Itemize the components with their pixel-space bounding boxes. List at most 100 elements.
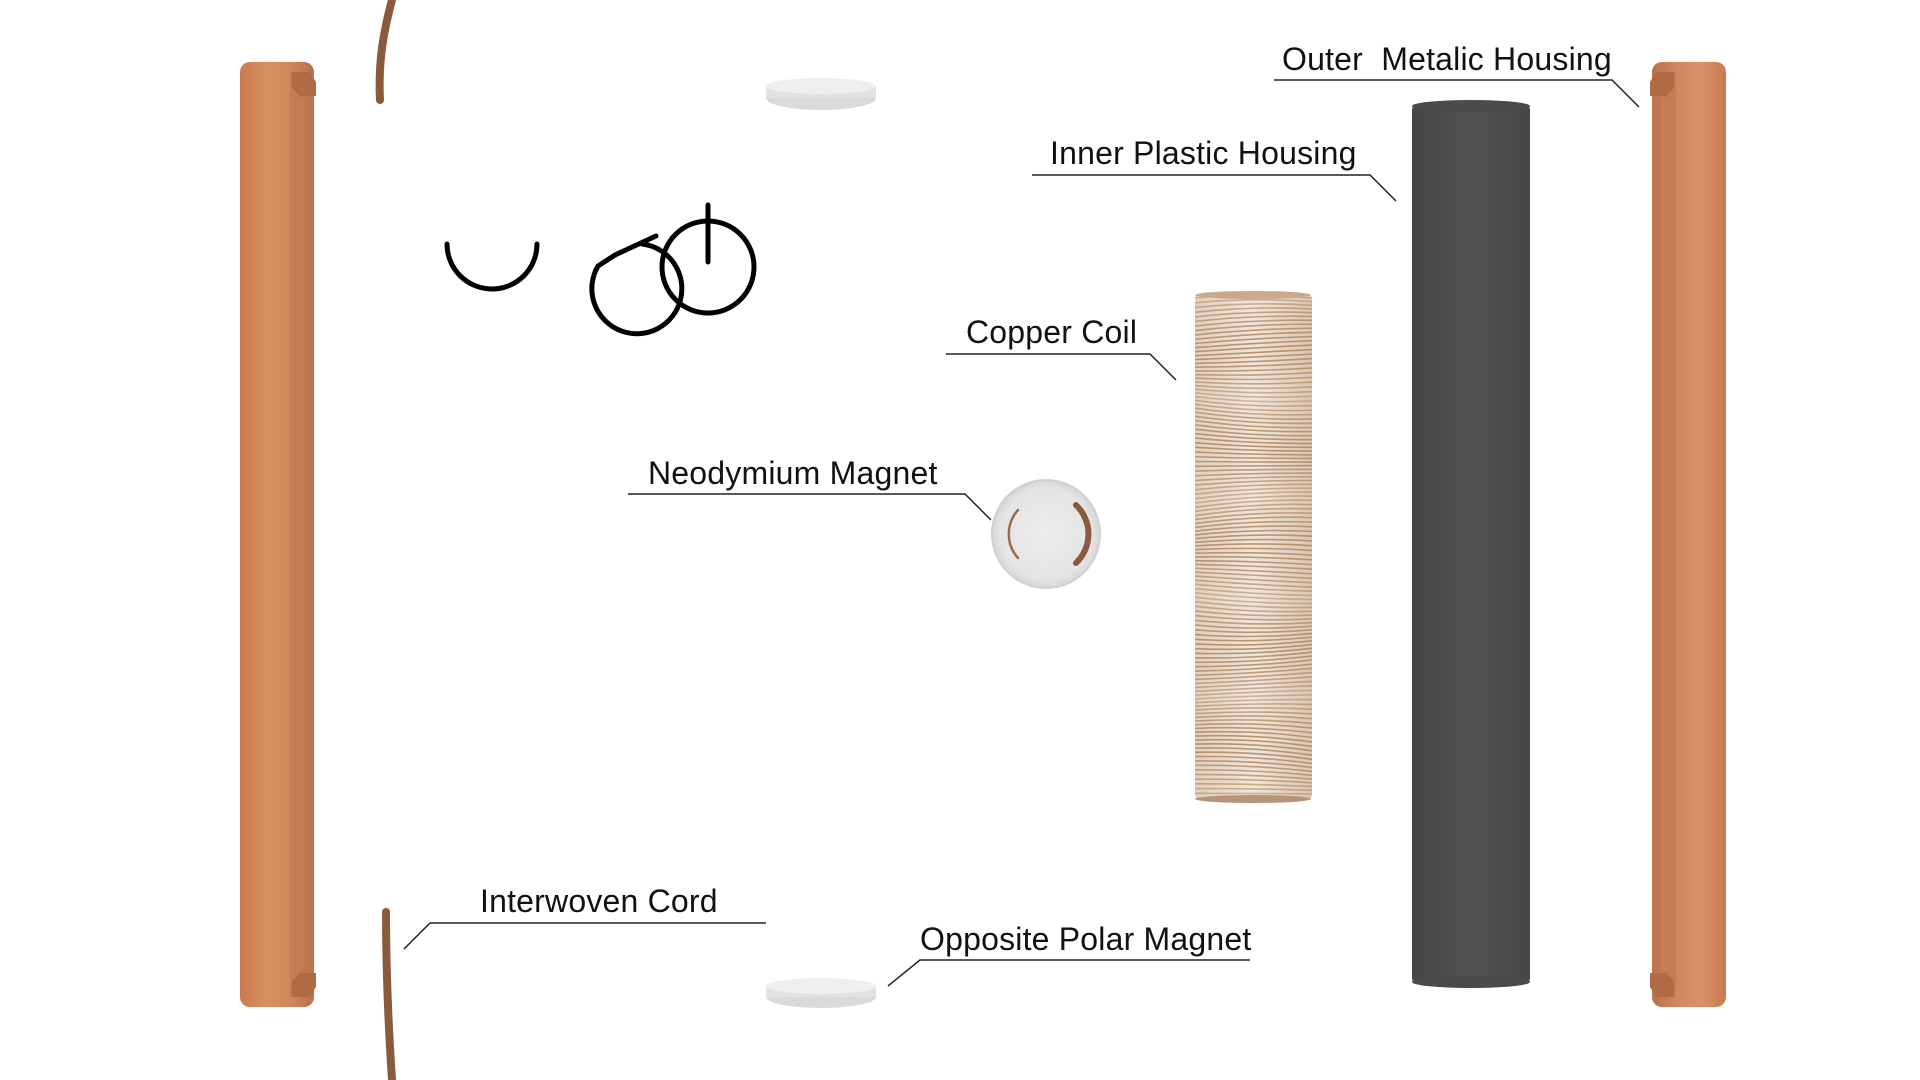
- coil-winding: [1195, 707, 1312, 711]
- coil-winding: [1195, 344, 1312, 353]
- coil-winding: [1195, 298, 1312, 304]
- coil-winding: [1195, 610, 1312, 617]
- coil-winding: [1195, 446, 1312, 452]
- coil-winding: [1195, 516, 1312, 525]
- coil-winding: [1195, 605, 1312, 613]
- coil-winding: [1195, 464, 1312, 468]
- coil-winding: [1195, 703, 1312, 708]
- coil-winding: [1195, 792, 1312, 795]
- logo-letter-u: [444, 241, 540, 292]
- coil-winding: [1195, 755, 1312, 765]
- coil-winding: [1195, 747, 1312, 756]
- coil-winding: [1195, 751, 1312, 761]
- coil-winding: [1195, 575, 1312, 584]
- coil-winding: [1195, 636, 1312, 642]
- coil-winding: [1195, 415, 1312, 425]
- coil-winding: [1195, 551, 1312, 556]
- outer-metallic-housing-right: [1650, 62, 1726, 1007]
- coil-winding: [1195, 411, 1312, 421]
- coil-winding: [1195, 479, 1312, 486]
- coil-winding: [1195, 331, 1312, 341]
- copper-coil: [1195, 291, 1312, 803]
- magnet-disk-top: [766, 78, 876, 110]
- coil-winding: [1195, 303, 1312, 309]
- coil-winding: [1195, 451, 1312, 456]
- coil-winding: [1195, 529, 1312, 536]
- coil-winding: [1195, 734, 1312, 743]
- leader-copper-coil: [946, 353, 1177, 381]
- coil-winding: [1195, 315, 1312, 323]
- coil-winding: [1195, 499, 1312, 509]
- coil-winding: [1195, 587, 1312, 597]
- coil-winding: [1195, 628, 1312, 634]
- coil-winding: [1195, 647, 1312, 655]
- coil-winding: [1195, 723, 1312, 729]
- coil-winding: [1195, 783, 1312, 788]
- coil-winding: [1195, 742, 1312, 752]
- coil-winding: [1195, 711, 1312, 715]
- label-copper-coil: Copper Coil: [966, 314, 1137, 350]
- coil-winding: [1195, 778, 1312, 784]
- coil-winding: [1195, 371, 1312, 376]
- coil-winding: [1195, 437, 1312, 445]
- coil-winding: [1195, 730, 1312, 739]
- inner-plastic-housing: [1412, 100, 1530, 988]
- label-inner-housing: Inner Plastic Housing: [1050, 135, 1357, 171]
- opposite-polar-magnet: [766, 978, 876, 1008]
- coil-winding: [1195, 423, 1312, 433]
- coil-winding: [1195, 388, 1312, 394]
- coil-winding: [1195, 663, 1312, 672]
- coil-winding: [1195, 367, 1312, 372]
- coil-winding: [1195, 719, 1312, 725]
- coil-winding: [1195, 773, 1312, 780]
- coil-winding: [1195, 624, 1312, 629]
- coil-winding: [1195, 600, 1312, 609]
- coil-winding: [1195, 483, 1312, 491]
- label-outer-housing: Outer Metalic Housing: [1282, 41, 1612, 77]
- coil-winding: [1195, 475, 1312, 482]
- coil-winding: [1195, 632, 1312, 638]
- leader-neodymium-magnet: [628, 493, 992, 521]
- coil-winding: [1195, 520, 1312, 529]
- coil-winding: [1195, 407, 1312, 416]
- coil-winding: [1195, 307, 1312, 314]
- coil-winding: [1195, 339, 1312, 349]
- coil-winding: [1195, 468, 1312, 472]
- coil-winding: [1195, 323, 1312, 332]
- coil-winding: [1195, 384, 1312, 390]
- coil-winding: [1195, 559, 1312, 566]
- coil-winding: [1195, 353, 1312, 361]
- outer-metallic-housing-left: [240, 62, 316, 1007]
- coil-winding: [1195, 592, 1312, 601]
- coil-winding: [1195, 583, 1312, 593]
- coil-winding: [1195, 495, 1312, 504]
- leader-lines: [403, 79, 1640, 987]
- leader-interwoven-cord: [403, 922, 766, 950]
- coil-winding: [1195, 357, 1312, 365]
- coil-winding: [1195, 667, 1312, 677]
- coil-winding: [1195, 640, 1312, 646]
- coil-winding: [1195, 403, 1312, 412]
- label-interwoven-cord: Interwoven Cord: [480, 883, 718, 919]
- coil-winding: [1195, 676, 1312, 685]
- coil-winding: [1195, 348, 1312, 357]
- coil-winding: [1195, 311, 1312, 318]
- ugo-logo: [444, 202, 757, 337]
- coil-winding: [1195, 671, 1312, 681]
- coil-winding: [1195, 567, 1312, 575]
- coil-winding: [1195, 507, 1312, 517]
- coil-winding: [1195, 376, 1312, 381]
- coil-winding: [1195, 698, 1312, 704]
- coil-winding: [1195, 680, 1312, 689]
- coil-winding: [1195, 715, 1312, 720]
- coil-winding: [1195, 392, 1312, 399]
- coil-winding: [1195, 455, 1312, 460]
- coil-winding: [1195, 769, 1312, 777]
- neodymium-magnet: [991, 479, 1101, 589]
- coil-winding: [1195, 614, 1312, 621]
- coil-winding: [1195, 395, 1312, 403]
- coil-winding: [1195, 534, 1312, 540]
- coil-winding: [1195, 543, 1312, 547]
- logo-letter-g: [589, 241, 685, 337]
